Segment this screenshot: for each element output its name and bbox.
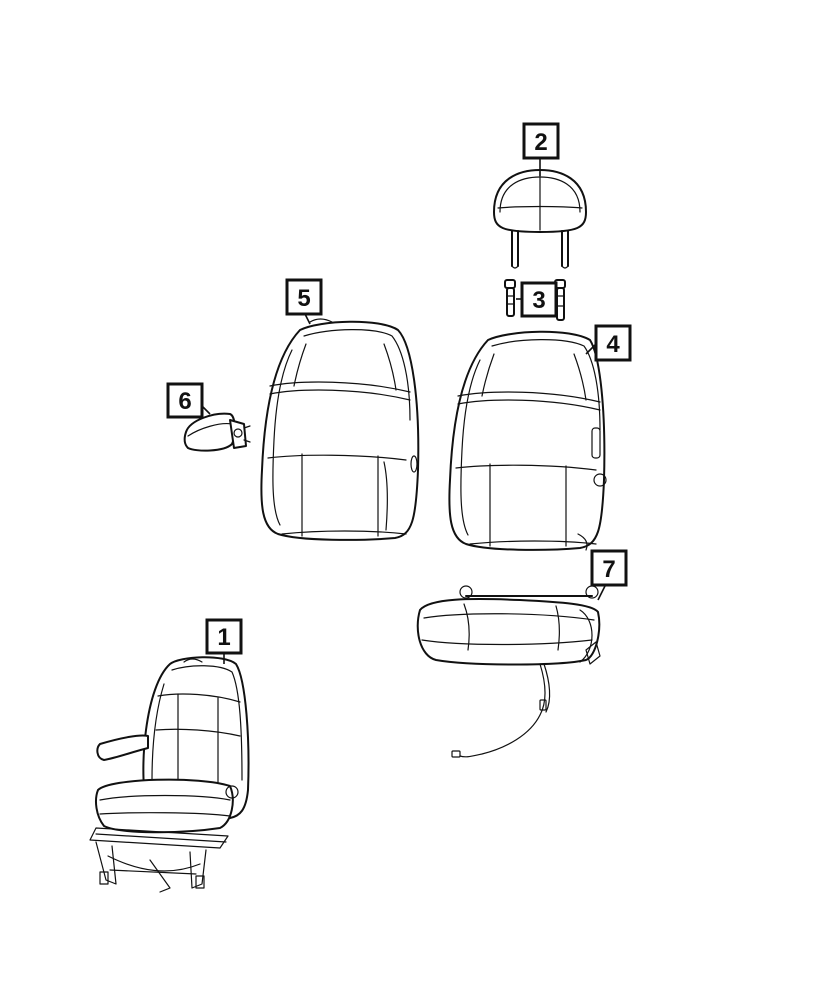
callout-label: 4 xyxy=(606,331,620,358)
headrest-part xyxy=(493,169,587,269)
callout-label: 2 xyxy=(534,129,547,156)
armrest-part xyxy=(183,412,251,452)
leader-4 xyxy=(585,343,597,355)
callout-3: 3 xyxy=(520,281,558,318)
leader-5 xyxy=(304,313,311,325)
seat-cushion-part xyxy=(416,585,601,758)
seat-back-right-part xyxy=(448,330,607,551)
seat-back-left-part xyxy=(260,318,420,541)
callout-label: 6 xyxy=(178,388,191,415)
callout-1: 1 xyxy=(205,618,243,655)
callout-label: 3 xyxy=(532,287,545,314)
callout-5: 5 xyxy=(285,278,323,316)
leader-7 xyxy=(597,583,607,601)
callout-6: 6 xyxy=(166,382,204,419)
callout-7: 7 xyxy=(590,549,628,587)
complete-seat-part xyxy=(89,656,250,893)
callout-label: 7 xyxy=(602,556,615,583)
callout-2: 2 xyxy=(522,122,560,160)
callout-4: 4 xyxy=(594,324,632,362)
callout-label: 5 xyxy=(297,285,310,312)
callout-label: 1 xyxy=(217,624,230,651)
